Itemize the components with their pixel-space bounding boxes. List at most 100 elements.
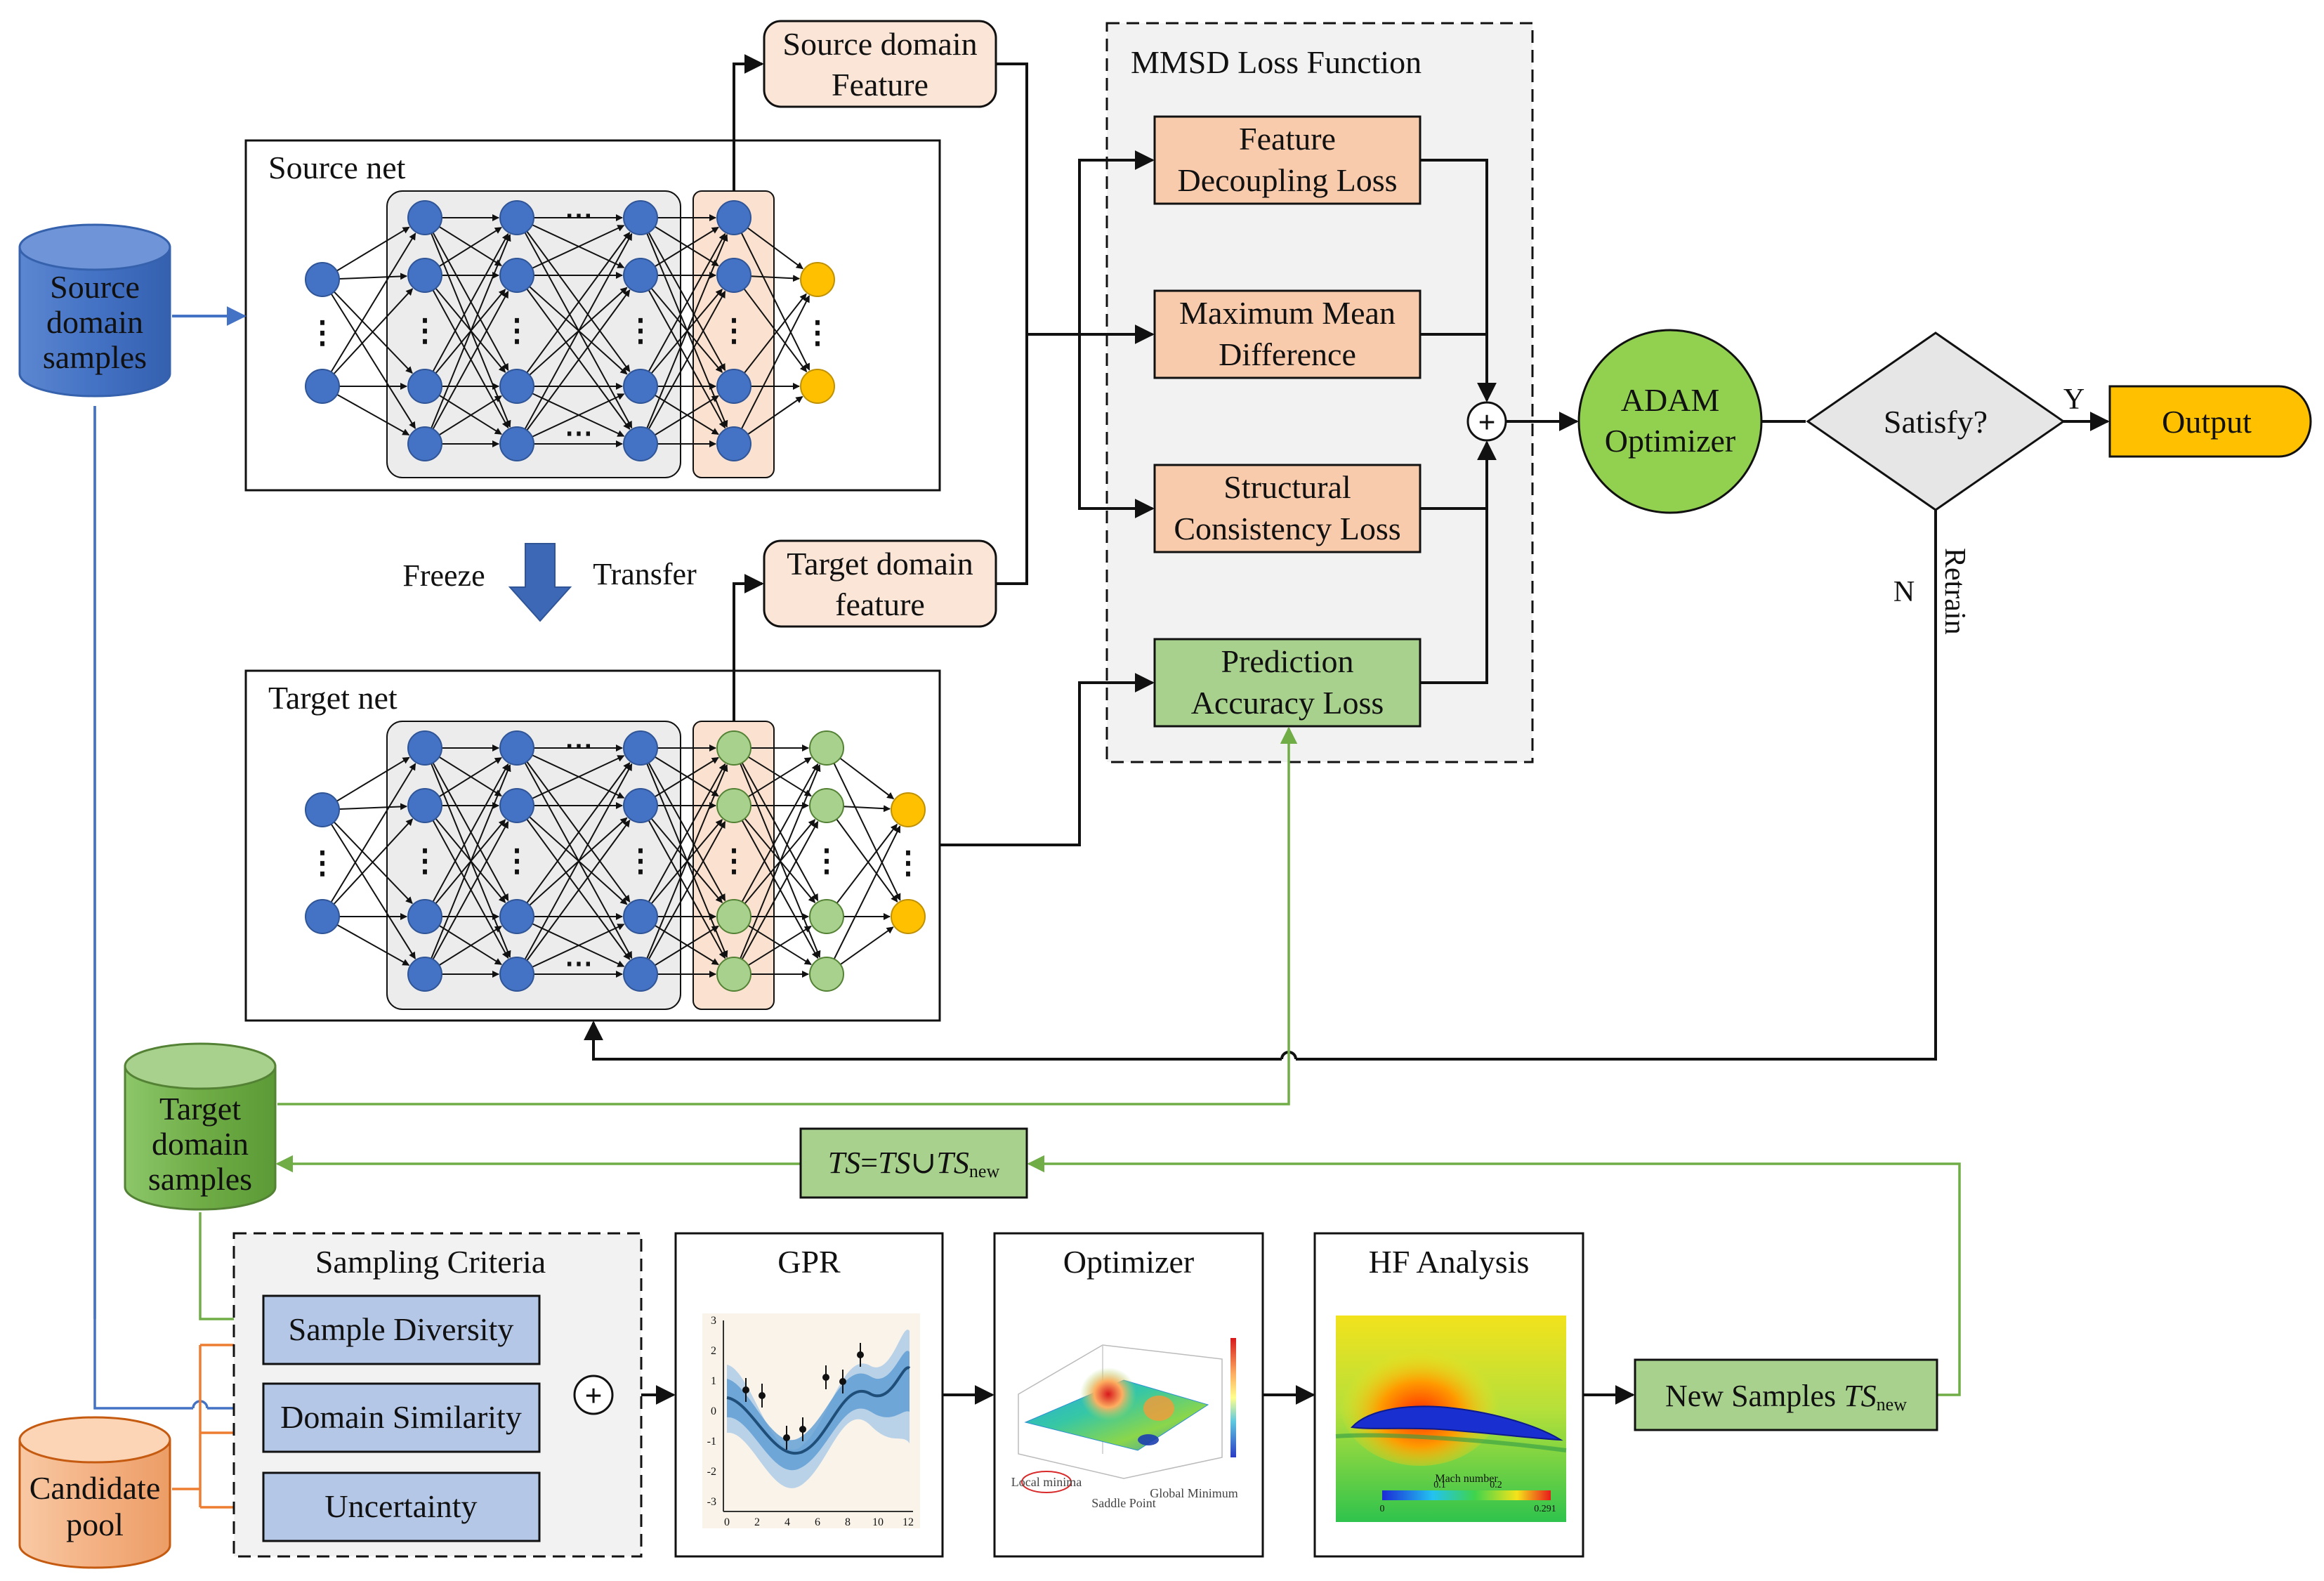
sampling-criteria-panel: Sampling Criteria Sample Diversity Domai…: [232, 1232, 643, 1558]
target-domain-samples-db: Target domain samples: [124, 1042, 277, 1211]
net-edge: [526, 762, 631, 904]
net-node: [407, 899, 442, 934]
net-node: [716, 957, 751, 992]
net-node: [305, 899, 340, 934]
ts-update-formula: TS=TS∪TSnew: [828, 1146, 1000, 1181]
candidate-db-line-1: Candidate: [29, 1470, 161, 1506]
gpr-y-tick: 3: [711, 1315, 716, 1327]
net-node: [407, 258, 442, 293]
net-edge: [432, 232, 509, 372]
net-node: [623, 369, 658, 404]
net-node: [499, 730, 534, 766]
net-edge: [333, 291, 413, 374]
net-node: [407, 730, 442, 766]
net-node: [716, 369, 751, 404]
net-edge: [648, 763, 726, 903]
net-node: [407, 788, 442, 823]
net-edge: [532, 225, 625, 269]
net-node: [499, 899, 534, 934]
new-samples-box: New Samples TSnew: [1634, 1358, 1938, 1431]
net-node: [716, 788, 751, 823]
net-edge: [750, 275, 801, 282]
net-edge: [532, 924, 625, 968]
optimizer-panel: Optimizer Local minima Saddle Point Glob…: [993, 1232, 1264, 1558]
mach-tick: 0.1: [1433, 1480, 1446, 1490]
freeze-label: Freeze: [402, 558, 485, 593]
mmd-line-2: Difference: [1219, 336, 1356, 372]
transfer-label: Transfer: [593, 557, 697, 591]
structural-consistency-loss: Structural Consistency Loss: [1153, 464, 1422, 553]
target-net-title: Target net: [268, 680, 398, 716]
freeze-transfer: Freeze Transfer: [402, 543, 697, 622]
net-ellipsis: ⋯: [565, 947, 593, 979]
sampling-criteria-title: Sampling Criteria: [315, 1244, 546, 1280]
net-edge: [843, 805, 891, 813]
gpr-x-tick: 2: [754, 1516, 760, 1528]
net-edge: [333, 288, 414, 375]
feature-decoupling-loss: Feature Decoupling Loss: [1153, 115, 1422, 205]
target-feature-line-2: feature: [835, 586, 925, 622]
candidate-db-line-2: pool: [66, 1507, 124, 1542]
net-edge: [741, 820, 819, 960]
criteria-sum-node: +: [573, 1375, 614, 1415]
local-minima-label: Local minima: [1011, 1475, 1082, 1489]
net-edge: [836, 823, 898, 904]
gpr-y-tick: -3: [707, 1496, 716, 1508]
net-edge: [333, 821, 413, 904]
gpr-y-tick: -2: [707, 1466, 716, 1478]
net-edge: [740, 764, 821, 959]
gpr-y-tick: 2: [711, 1345, 716, 1357]
source-net-title: Source net: [268, 150, 406, 185]
net-node: [305, 792, 340, 827]
net-node: [407, 957, 442, 992]
source-domain-samples-db: Source domain samples: [18, 223, 171, 398]
net-vdots: ⋮: [501, 844, 532, 878]
net-node: [305, 262, 340, 297]
net-edge: [747, 395, 803, 435]
net-node: [716, 899, 751, 934]
net-edge: [740, 295, 810, 430]
net-node: [809, 899, 844, 934]
net-node: [499, 788, 534, 823]
source-net: Source net ⋮⋮⋮⋮⋮⋮⋯⋯: [244, 139, 941, 492]
net-edge: [646, 764, 728, 959]
net-vdots: ⋮: [811, 844, 842, 878]
net-edge: [524, 232, 633, 430]
transfer-arrow: [508, 543, 572, 622]
net-edge: [330, 293, 416, 429]
net-vdots: ⋮: [625, 313, 656, 348]
net-node: [499, 957, 534, 992]
net-vdots: ⋮: [718, 844, 749, 878]
net-vdots: ⋮: [718, 313, 749, 348]
net-edge: [336, 393, 410, 436]
net-node: [623, 200, 658, 235]
net-edge: [431, 764, 511, 959]
yes-label: Y: [2063, 383, 2085, 416]
net-edge: [740, 232, 810, 371]
gpr-y-tick: 0: [711, 1405, 716, 1417]
source-feature-line-1: Source domain: [782, 26, 977, 62]
net-node: [623, 730, 658, 766]
adam-line-2: Optimizer: [1605, 423, 1736, 459]
net-node: [499, 200, 534, 235]
net-edge: [438, 925, 502, 966]
source-db-line-1: Source: [50, 269, 140, 305]
net-vdots: ⋮: [409, 844, 440, 878]
target-feature-line-1: Target domain: [787, 546, 973, 582]
net-edge: [654, 925, 719, 966]
net-edge: [747, 756, 812, 798]
net-edge: [330, 232, 416, 373]
gpr-x-tick: 6: [815, 1516, 820, 1528]
uncertainty-label: Uncertainty: [324, 1488, 477, 1524]
net-edge: [646, 234, 728, 429]
source-db-line-3: samples: [43, 339, 147, 375]
net-vdots: ⋮: [893, 846, 924, 880]
prediction-accuracy-loss: Prediction Accuracy Loss: [1153, 638, 1422, 728]
net-node: [716, 200, 751, 235]
net-vdots: ⋮: [409, 313, 440, 348]
mach-tick: 0.291: [1534, 1504, 1556, 1514]
net-node: [407, 369, 442, 404]
